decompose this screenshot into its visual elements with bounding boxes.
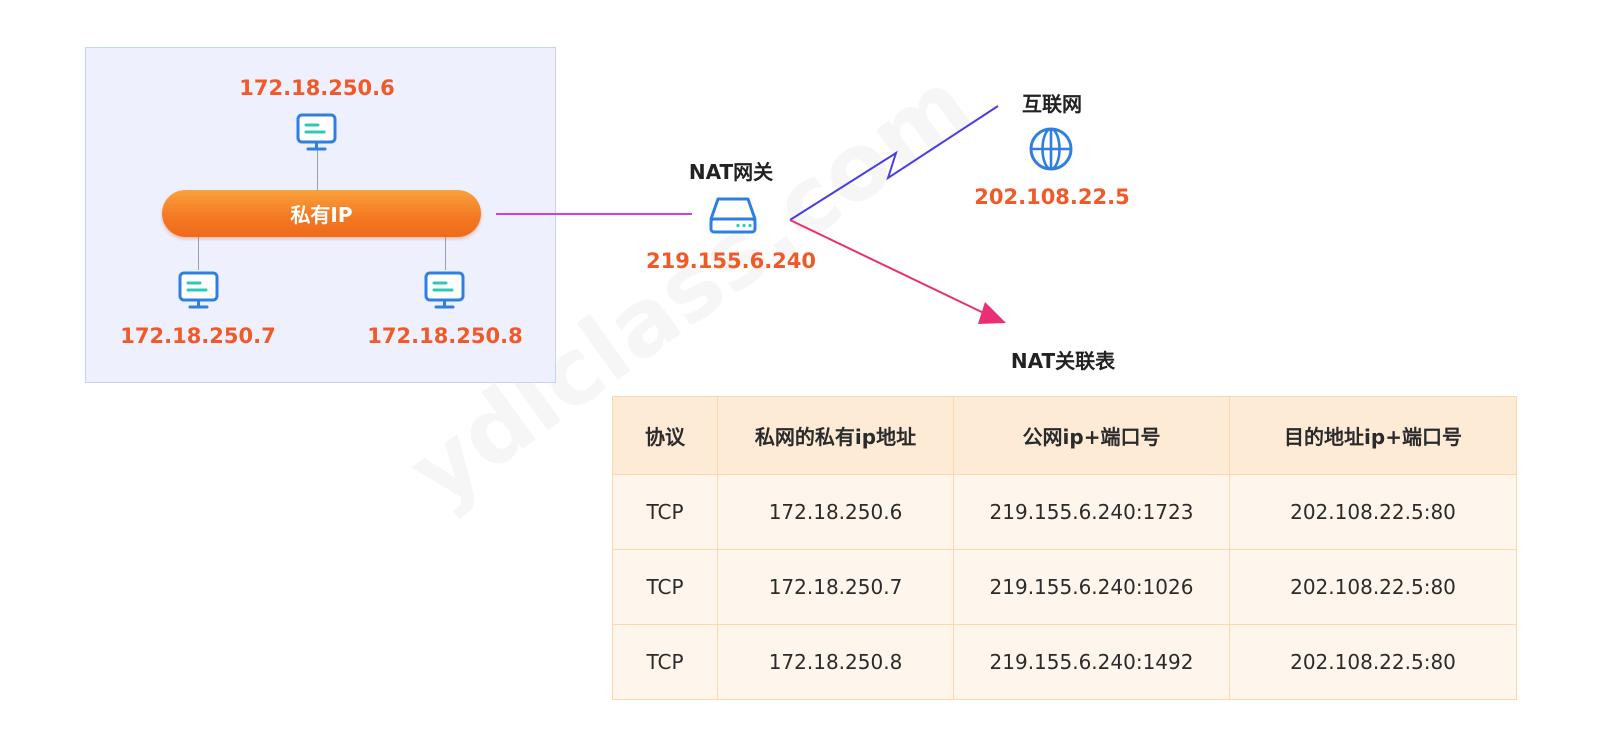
table-arrowhead-icon bbox=[978, 302, 1006, 324]
private-ip-bus: 私有IP bbox=[162, 190, 481, 237]
nat-association-table: 协议 私网的私有ip地址 公网ip+端口号 目的地址ip+端口号 TCP 172… bbox=[612, 396, 1517, 700]
protocol-cell: TCP bbox=[612, 474, 718, 550]
private-ip-cell: 172.18.250.6 bbox=[717, 474, 954, 550]
table-row: TCP 172.18.250.7 219.155.6.240:1026 202.… bbox=[612, 549, 1517, 625]
destination-ip-port-cell: 202.108.22.5:80 bbox=[1229, 624, 1517, 700]
gateway-to-table-link bbox=[789, 219, 991, 317]
host-top-connector bbox=[317, 150, 318, 190]
host-right-connector bbox=[445, 237, 446, 270]
internet-ip-label: 202.108.22.5 bbox=[974, 185, 1130, 209]
protocol-cell: TCP bbox=[612, 624, 718, 700]
table-row: TCP 172.18.250.8 219.155.6.240:1492 202.… bbox=[612, 624, 1517, 700]
host-ip-label: 172.18.250.7 bbox=[120, 324, 276, 348]
column-header: 公网ip+端口号 bbox=[953, 396, 1230, 475]
computer-icon bbox=[424, 271, 465, 309]
gateway-to-internet-link bbox=[789, 105, 999, 221]
computer-icon bbox=[178, 271, 219, 309]
private-ip-cell: 172.18.250.7 bbox=[717, 549, 954, 625]
private-ip-cell: 172.18.250.8 bbox=[717, 624, 954, 700]
table-header-row: 协议 私网的私有ip地址 公网ip+端口号 目的地址ip+端口号 bbox=[612, 396, 1517, 475]
gateway-title: NAT网关 bbox=[688, 160, 774, 184]
protocol-cell: TCP bbox=[612, 549, 718, 625]
table-row: TCP 172.18.250.6 219.155.6.240:1723 202.… bbox=[612, 474, 1517, 550]
router-icon bbox=[709, 197, 757, 234]
public-ip-port-cell: 219.155.6.240:1492 bbox=[953, 624, 1230, 700]
public-ip-port-cell: 219.155.6.240:1026 bbox=[953, 549, 1230, 625]
destination-ip-port-cell: 202.108.22.5:80 bbox=[1229, 474, 1517, 550]
internet-title: 互联网 bbox=[1022, 92, 1082, 116]
column-header: 私网的私有ip地址 bbox=[717, 396, 954, 475]
host-ip-label: 172.18.250.8 bbox=[367, 324, 523, 348]
host-ip-label: 172.18.250.6 bbox=[239, 76, 395, 100]
column-header: 目的地址ip+端口号 bbox=[1229, 396, 1517, 475]
public-ip-port-cell: 219.155.6.240:1723 bbox=[953, 474, 1230, 550]
computer-icon bbox=[296, 113, 337, 151]
gateway-ip-label: 219.155.6.240 bbox=[645, 249, 817, 273]
globe-icon bbox=[1029, 127, 1073, 171]
destination-ip-port-cell: 202.108.22.5:80 bbox=[1229, 549, 1517, 625]
nat-table-title: NAT关联表 bbox=[1010, 349, 1116, 373]
column-header: 协议 bbox=[612, 396, 718, 475]
host-left-connector bbox=[198, 237, 199, 270]
